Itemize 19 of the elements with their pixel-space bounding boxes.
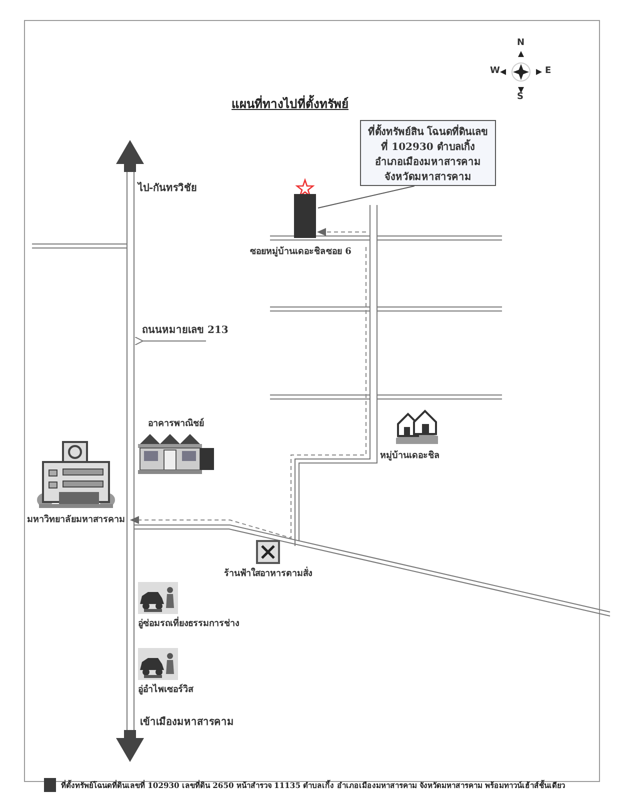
road-label: ซอยหมู่บ้านเดอะชิลซอย 6 [250, 245, 352, 258]
landmark-label: อู่ซ่อมรถเที่ยงธรรมการช่าง [138, 616, 239, 630]
map-title: แผนที่ทางไปที่ตั้งทรัพย์ [190, 94, 390, 113]
compass-letter: E [545, 66, 552, 76]
route-arrow [130, 246, 366, 539]
road-label: เข้าเมืองมหาสารคาม [140, 715, 234, 729]
landmark-label: ร้านฟ้าใสอาหารตามสั่ง [224, 566, 312, 580]
property-building [294, 194, 316, 238]
landmark-label: อู่อำไพเซอร์วิส [138, 682, 193, 696]
road-label: ไป-กันทรวิชัย [138, 180, 198, 195]
landmark-label: อาคารพาณิชย์ [148, 416, 204, 430]
callout-box: ที่ตั้งทรัพย์สิน โฉนดที่ดินเลขที่ 102930 ตำบลเกิ้ง อำเภอเมืองมหาสารคาม จังหวัดมหาสารคาม [360, 120, 496, 186]
compass-letter: S [517, 92, 524, 102]
compass-letter: W [490, 66, 500, 76]
landmark-label: หมู่บ้านเดอะชิล [380, 449, 440, 462]
landmark-label: มหาวิทยาลัยมหาสารคาม [27, 513, 125, 526]
compass-letter: N [517, 38, 525, 48]
route-arrow [316, 228, 366, 236]
road-label: ถนนหมายเลข 213 [142, 324, 228, 337]
